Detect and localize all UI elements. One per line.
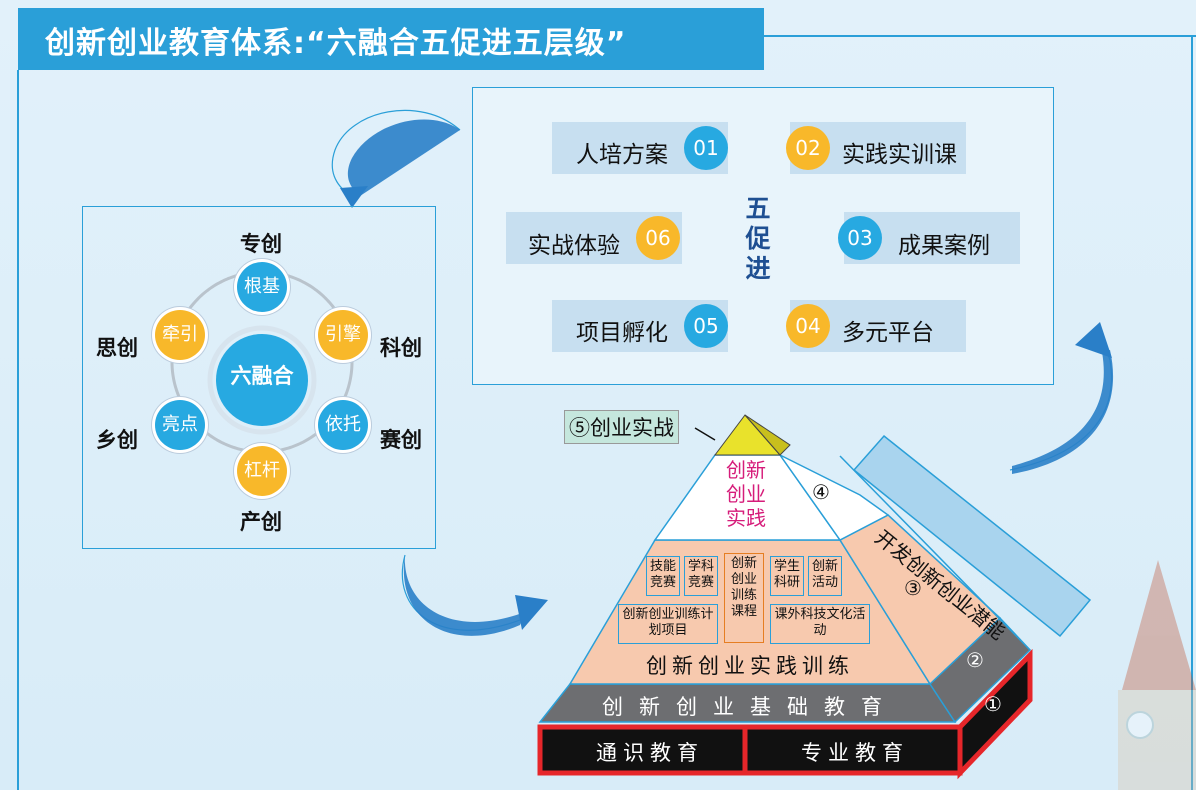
level3-marker: ③ bbox=[904, 576, 922, 600]
level1-professional-education: 专业教育 bbox=[801, 741, 909, 765]
fusion-label-specialty: 专创 bbox=[240, 231, 282, 256]
page-title: 创新创业教育体系:“六融合五促进五层级” bbox=[45, 26, 627, 61]
promote-label-01: 人培方案 bbox=[576, 142, 668, 168]
fusion-center-label: 六融合 bbox=[230, 364, 294, 388]
level2-marker: ② bbox=[966, 648, 984, 672]
level4-marker: ④ bbox=[812, 480, 830, 504]
level3-activities-box: 创新活动 bbox=[808, 556, 842, 596]
fusion-node-highlight: 亮点 bbox=[155, 400, 205, 450]
level1-marker: ① bbox=[984, 692, 1002, 716]
promote-label-05: 项目孵化 bbox=[576, 320, 668, 346]
promote-center-label: 五促进 bbox=[745, 194, 771, 283]
level4-side bbox=[779, 454, 890, 541]
arrow-right bbox=[1009, 322, 1114, 474]
fusion-node-pull: 牵引 bbox=[155, 310, 205, 360]
fusion-node-engine: 引擎 bbox=[318, 310, 368, 360]
promote-label-03: 成果案例 bbox=[898, 233, 990, 259]
fusion-center-circle bbox=[216, 334, 308, 426]
six-fusion-panel bbox=[82, 206, 436, 549]
fusion-label-competition: 赛创 bbox=[380, 427, 422, 452]
header-bar bbox=[18, 8, 764, 70]
arrow-top-left bbox=[331, 109, 461, 208]
level1-general-education: 通识教育 bbox=[596, 741, 704, 765]
clock-tower-silhouette bbox=[1118, 560, 1196, 790]
promote-label-04: 多元平台 bbox=[842, 320, 934, 346]
level1-side bbox=[957, 648, 1033, 780]
level3-title: 创新创业实践训练 bbox=[646, 654, 854, 678]
fusion-node-lever: 杠杆 bbox=[237, 446, 287, 496]
level3-course-box: 创新创业训练课程 bbox=[724, 553, 764, 643]
fusion-label-science: 科创 bbox=[380, 335, 422, 360]
arrow-bottom-left bbox=[401, 554, 548, 636]
promote-number-01: 01 bbox=[684, 126, 728, 170]
promote-number-04: 04 bbox=[786, 304, 830, 348]
level3-skills-box: 技能竞赛 bbox=[646, 556, 680, 596]
pyramid bbox=[537, 414, 1092, 780]
fusion-label-ideology: 思创 bbox=[96, 335, 138, 360]
level3-research-box: 学生科研 bbox=[770, 556, 804, 596]
potential-label-bar bbox=[852, 434, 1092, 638]
promote-label-02: 实践实训课 bbox=[842, 142, 957, 168]
fusion-label-industry: 产创 bbox=[240, 509, 282, 534]
promote-number-06: 06 bbox=[636, 216, 680, 260]
fusion-node-root: 根基 bbox=[237, 262, 287, 312]
level5-label: ⑤创业实战 bbox=[564, 410, 679, 444]
fusion-node-support: 依托 bbox=[318, 400, 368, 450]
fusion-label-rural: 乡创 bbox=[96, 427, 138, 452]
promote-label-06: 实战体验 bbox=[528, 233, 620, 259]
level3-extracurricular-box: 课外科技文化活动 bbox=[770, 604, 870, 644]
promote-number-03: 03 bbox=[838, 216, 882, 260]
level4-text: 创新创业实践 bbox=[726, 458, 766, 530]
promote-number-05: 05 bbox=[684, 304, 728, 348]
level2-title: 创新创业基础教育 bbox=[602, 695, 898, 719]
level3-subject-box: 学科竞赛 bbox=[684, 556, 718, 596]
promote-number-02: 02 bbox=[786, 126, 830, 170]
level3-training-plan-box: 创新创业训练计划项目 bbox=[618, 604, 718, 644]
